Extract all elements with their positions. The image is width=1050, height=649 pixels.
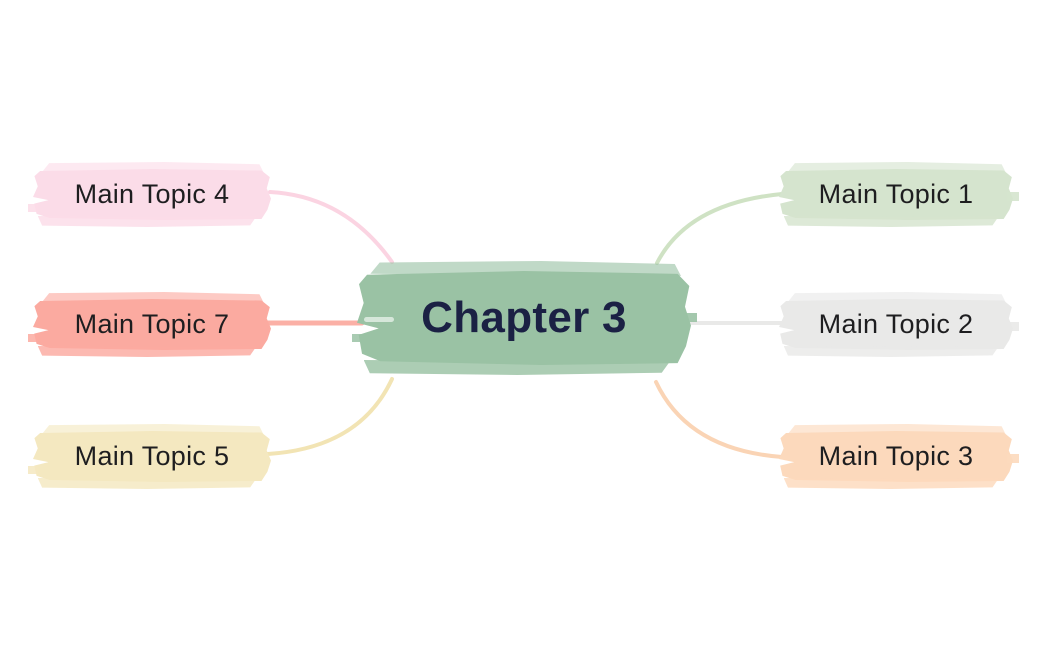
- brush-texture-top: [788, 424, 1006, 435]
- brush-texture-bottom: [783, 346, 999, 357]
- brush-texture-bottom: [363, 360, 671, 375]
- brush-texture-top: [42, 292, 264, 303]
- topic-node-main-topic-1[interactable]: Main Topic 1: [779, 162, 1019, 227]
- brush-tick: [1007, 321, 1019, 331]
- brush-texture-top: [42, 424, 264, 435]
- topic-label: Main Topic 7: [74, 309, 230, 339]
- brush-fill: [779, 299, 1013, 350]
- brush-tick: [28, 333, 38, 342]
- brush-fill: [357, 271, 691, 365]
- brush-tick: [685, 313, 697, 323]
- topic-label: Main Topic 1: [818, 179, 974, 209]
- brush-fill: [33, 431, 271, 482]
- brush-tick: [1007, 191, 1019, 201]
- brush-highlight: [364, 316, 394, 322]
- brush-texture-bottom: [37, 216, 257, 227]
- connector-chapter3-maintopic4: [268, 190, 394, 264]
- topic-label: Main Topic 3: [818, 441, 974, 471]
- brush-fill: [33, 299, 271, 350]
- brush-fill: [779, 169, 1013, 220]
- topic-node-main-topic-7[interactable]: Main Topic 7: [28, 292, 271, 357]
- brush-fill: [779, 431, 1013, 482]
- brush-tick: [352, 333, 362, 342]
- topic-label: Main Topic 5: [74, 441, 230, 471]
- connector-chapter3-maintopic3: [654, 380, 784, 459]
- topic-node-main-topic-4[interactable]: Main Topic 4: [28, 162, 271, 227]
- brush-texture-top: [370, 261, 681, 276]
- brush-texture-bottom: [783, 478, 999, 489]
- brush-tick: [28, 203, 38, 212]
- topic-label: Main Topic 4: [74, 179, 230, 209]
- brush-texture-bottom: [37, 346, 257, 357]
- brush-texture-top: [788, 292, 1006, 303]
- brush-tick: [28, 465, 38, 474]
- brush-tick: [1007, 453, 1019, 463]
- topic-node-main-topic-5[interactable]: Main Topic 5: [28, 424, 271, 489]
- topic-label: Main Topic 2: [818, 309, 974, 339]
- connector-chapter3-maintopic5: [266, 377, 394, 456]
- brush-fill: [33, 169, 271, 220]
- central-topic-node[interactable]: Chapter 3: [352, 261, 697, 375]
- topic-node-main-topic-3[interactable]: Main Topic 3: [779, 424, 1019, 489]
- brush-texture-top: [42, 162, 264, 173]
- brush-texture-bottom: [783, 216, 999, 227]
- connector-chapter3-maintopic1: [655, 192, 784, 265]
- brush-texture-top: [788, 162, 1006, 173]
- brush-texture-bottom: [37, 478, 257, 489]
- topic-node-main-topic-2[interactable]: Main Topic 2: [779, 292, 1019, 357]
- central-topic-label: Chapter 3: [421, 293, 627, 342]
